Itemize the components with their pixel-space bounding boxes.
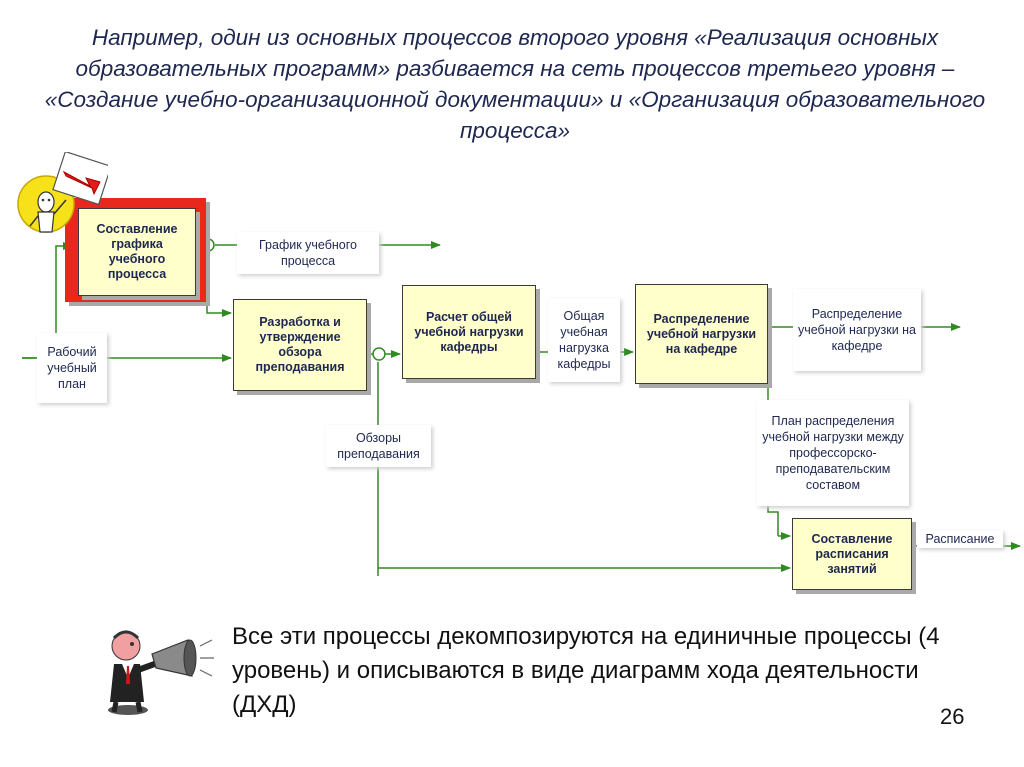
flow-label-distr: Распределение учебной нагрузки на кафедр…	[793, 289, 921, 371]
process-p2: Разработка и утверждение обзора преподав…	[233, 299, 367, 391]
megaphone-man-icon	[108, 630, 214, 715]
intro-text: Например, один из основных процессов вто…	[44, 25, 986, 143]
flow-label-plan: План распределения учебной нагрузки межд…	[757, 400, 909, 506]
bottom-text: Все эти процессы декомпозируются на един…	[232, 623, 940, 718]
process-p1: Составление графика учебного процесса	[78, 208, 196, 296]
flow-label-overview: Обзоры преподавания	[326, 425, 431, 467]
flow-label-schedule: Расписание	[917, 530, 1003, 548]
page-number: 26	[940, 704, 965, 729]
flow-label-input: Рабочий учебный план	[37, 333, 107, 403]
process-p4: Распределение учебной нагрузки на кафедр…	[635, 284, 768, 384]
process-p5: Составление расписания занятий	[792, 518, 912, 590]
flow-label-total: Общая учебная нагрузка кафедры	[548, 298, 620, 382]
junction-circle	[372, 347, 386, 361]
process-p3: Расчет общей учебной нагрузки кафедры	[402, 285, 536, 379]
flow-label-graph: График учебного процесса	[237, 232, 379, 274]
arrow-graph-to-p2	[206, 245, 232, 317]
pointer-character-icon	[17, 152, 108, 233]
